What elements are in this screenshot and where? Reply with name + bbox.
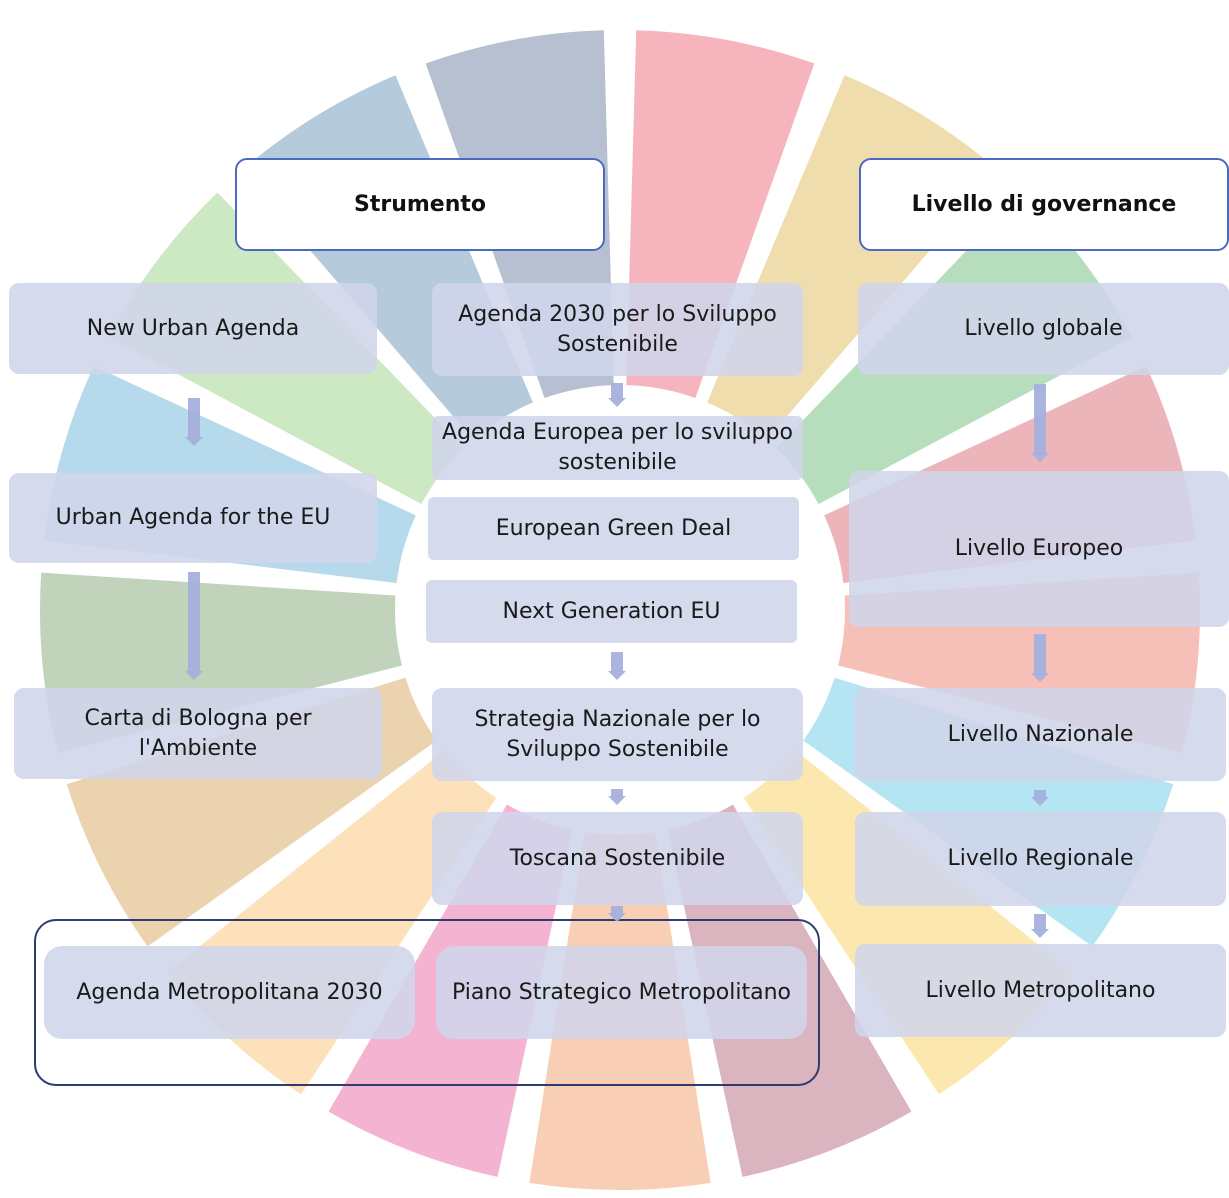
arrow-center-4 bbox=[608, 906, 626, 922]
box-livello-regionale: Livello Regionale bbox=[855, 812, 1226, 906]
box-livello-nazionale: Livello Nazionale bbox=[855, 688, 1226, 781]
box-agenda-2030: Agenda 2030 per lo Sviluppo Sostenibile bbox=[432, 283, 803, 376]
box-european-green-deal: European Green Deal bbox=[428, 497, 799, 560]
box-piano-strategico-metropolitano: Piano Strategico Metropolitano bbox=[436, 946, 807, 1039]
arrow-left-2 bbox=[185, 572, 203, 680]
metropolitan-group-frame bbox=[34, 919, 820, 1086]
arrow-center-2 bbox=[608, 652, 626, 680]
box-livello-metropolitano: Livello Metropolitano bbox=[855, 944, 1226, 1037]
arrow-center-3 bbox=[608, 789, 626, 805]
arrow-right-3 bbox=[1031, 790, 1049, 806]
box-new-urban-agenda: New Urban Agenda bbox=[9, 283, 377, 374]
arrow-left-1 bbox=[185, 398, 203, 446]
arrow-center-1 bbox=[608, 383, 626, 407]
box-urban-agenda-eu: Urban Agenda for the EU bbox=[9, 473, 377, 563]
box-livello-europeo: Livello Europeo bbox=[849, 471, 1229, 627]
box-livello-globale: Livello globale bbox=[858, 283, 1229, 375]
header-livello-di-governance: Livello di governance bbox=[859, 158, 1229, 251]
header-strumento: Strumento bbox=[235, 158, 605, 251]
box-agenda-metropolitana-2030: Agenda Metropolitana 2030 bbox=[44, 946, 415, 1039]
box-toscana-sostenibile: Toscana Sostenibile bbox=[432, 812, 803, 905]
box-strategia-nazionale: Strategia Nazionale per lo Sviluppo Sost… bbox=[432, 688, 803, 781]
arrow-right-1 bbox=[1031, 384, 1049, 462]
box-carta-di-bologna: Carta di Bologna per l'Ambiente bbox=[14, 688, 382, 779]
arrow-right-4 bbox=[1031, 914, 1049, 938]
box-agenda-europea: Agenda Europea per lo sviluppo sostenibi… bbox=[432, 416, 803, 480]
box-next-generation-eu: Next Generation EU bbox=[426, 580, 797, 643]
arrow-right-2 bbox=[1031, 634, 1049, 682]
